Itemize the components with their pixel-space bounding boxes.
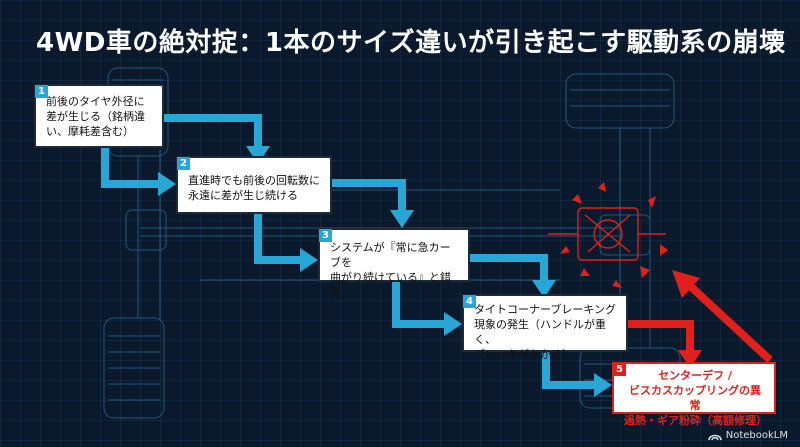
step-4-box: 4 タイトコーナーブレーキング 現象の発生（ハンドルが重く、 ブレーキがかかる） bbox=[462, 294, 628, 361]
step-3-box: 3 システムが『常に急カーブを 曲がり続けている』と錯覚 bbox=[318, 228, 470, 299]
rear-right-wheel-outline bbox=[103, 317, 165, 419]
step-text: 前後のタイヤ外径に差が生じる（銘柄違い、摩耗差含む） bbox=[46, 95, 145, 138]
step-number: 2 bbox=[177, 157, 190, 170]
arrow-3-to-4b bbox=[392, 282, 446, 328]
arrow-4-to-5 bbox=[542, 352, 596, 389]
footer-brand-label: NotebookLM bbox=[725, 430, 788, 441]
page-title: 4WD車の絶対掟：1本のサイズ違いが引き起こす駆動系の崩壊 bbox=[36, 28, 786, 58]
flow-arrows bbox=[101, 114, 596, 389]
arrow-2-to-3a bbox=[330, 179, 406, 212]
arrow-2-to-3b bbox=[254, 214, 302, 264]
failure-arrows bbox=[628, 281, 773, 363]
arrow-3-to-4a bbox=[468, 254, 548, 282]
step-text: センターデフ / ビスカスカップリングの異常 過熱・ギア粉砕（高額修理） bbox=[624, 369, 767, 427]
footer-brand: NotebookLM bbox=[707, 430, 788, 441]
gear-fragments bbox=[560, 182, 668, 288]
arrow-1-to-2b bbox=[101, 146, 160, 188]
step-1-box: 1 前後のタイヤ外径に差が生じる（銘柄違い、摩耗差含む） bbox=[34, 84, 164, 148]
broken-center-diff-illustration bbox=[548, 207, 666, 261]
flow-arrowheads bbox=[158, 146, 612, 397]
step-5-box: 5 センターデフ / ビスカスカップリングの異常 過熱・ギア粉砕（高額修理） bbox=[612, 362, 776, 427]
step-text: システムが『常に急カーブを 曲がり続けている』と錯覚 bbox=[330, 241, 451, 299]
step-2-box: 2 直進時でも前後の回転数に 永遠に差が生じ続ける bbox=[176, 156, 332, 214]
step-number: 4 bbox=[463, 295, 476, 308]
step-number: 3 bbox=[319, 229, 332, 242]
notebooklm-logo-icon bbox=[707, 434, 722, 440]
step-number: 5 bbox=[613, 363, 626, 376]
step-text: タイトコーナーブレーキング 現象の発生（ハンドルが重く、 ブレーキがかかる） bbox=[474, 303, 617, 361]
step-text: 直進時でも前後の回転数に 永遠に差が生じ続ける bbox=[188, 174, 320, 202]
arrow-4-to-5-red bbox=[628, 320, 694, 352]
arrow-5-to-diff-red bbox=[685, 281, 773, 363]
step-number: 1 bbox=[35, 85, 48, 98]
arrow-1-to-2a bbox=[160, 114, 262, 148]
front-left-wheel-outline bbox=[565, 73, 675, 129]
